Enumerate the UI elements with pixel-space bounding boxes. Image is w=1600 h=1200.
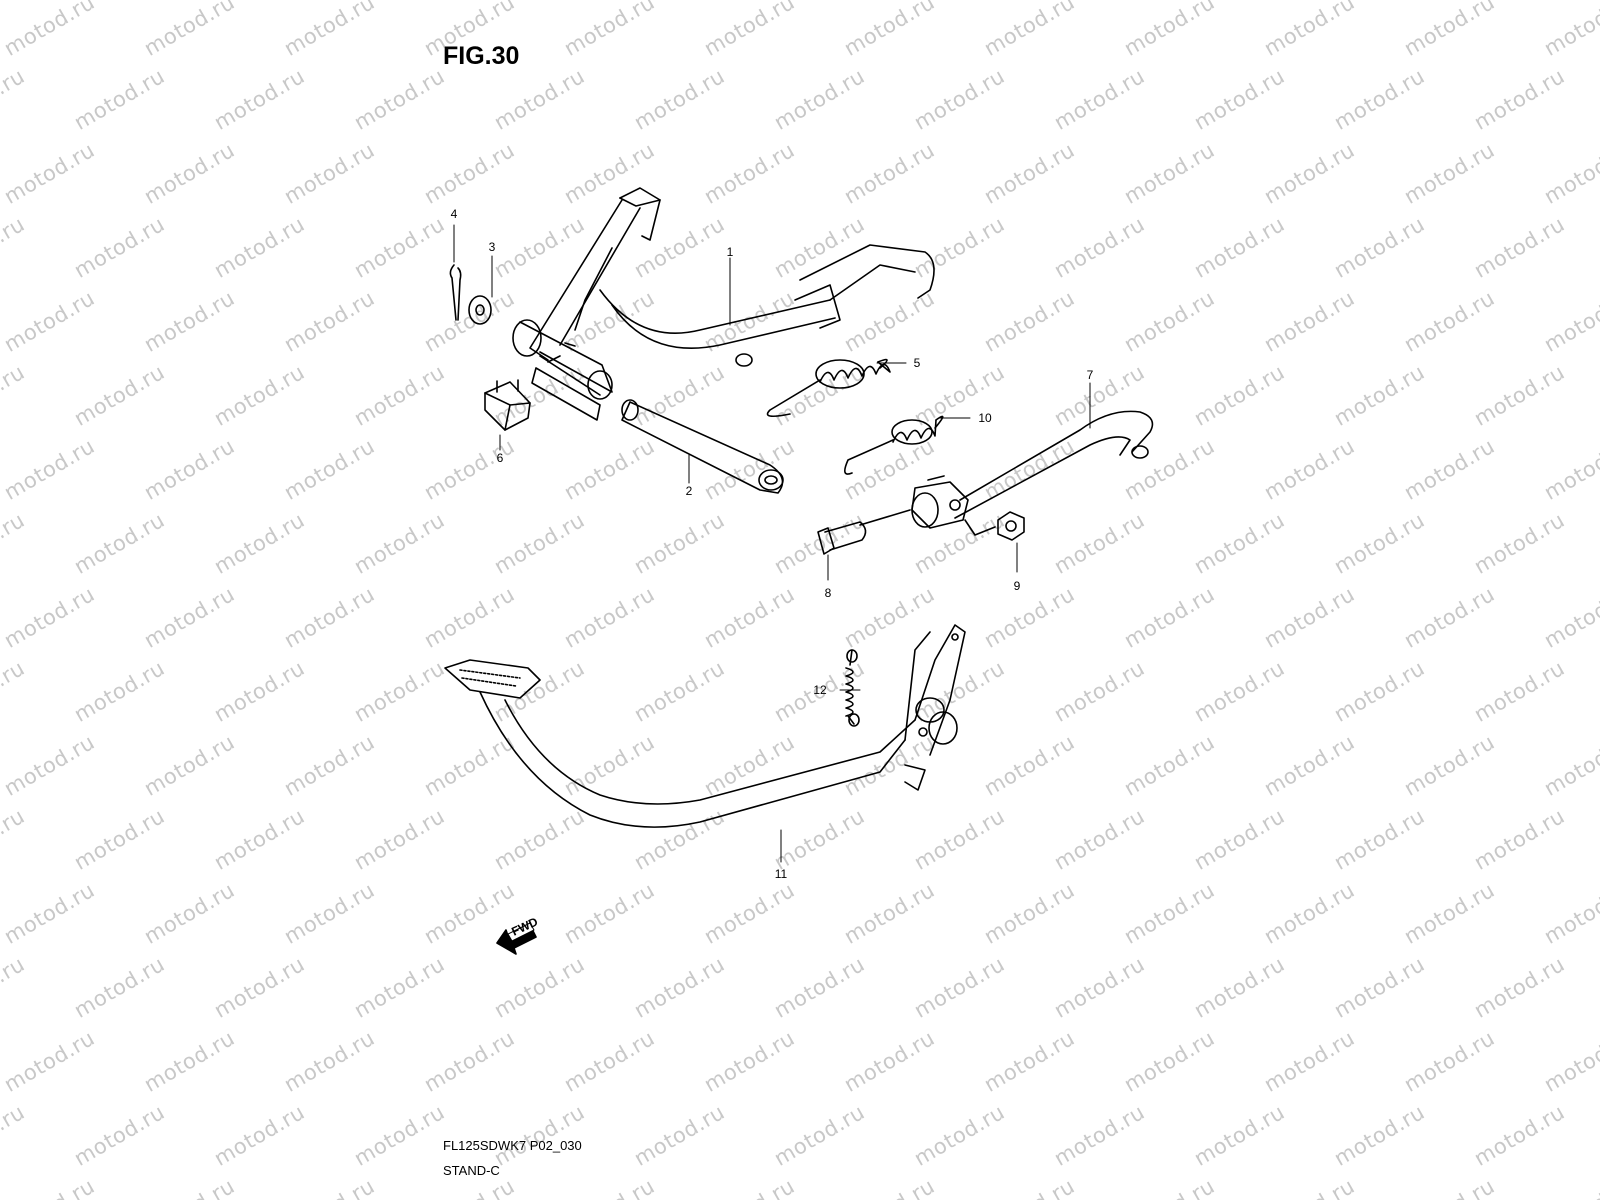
stopper-part[interactable] — [484, 379, 531, 431]
callout-11: 11 — [775, 867, 788, 881]
figure-code: FL125SDWK7 P02_030 — [443, 1138, 582, 1153]
callout-3: 3 — [489, 240, 496, 254]
callout-10: 10 — [978, 411, 992, 425]
stand-spring-part[interactable] — [766, 358, 891, 418]
washer-part[interactable] — [468, 295, 492, 325]
callout-6: 6 — [497, 451, 504, 465]
pivot-shaft-part[interactable] — [621, 399, 784, 494]
side-stand-bolt-part[interactable] — [817, 509, 911, 555]
callout-8: 8 — [825, 586, 832, 600]
side-stand-nut-part[interactable] — [964, 511, 1025, 541]
main-stand-part[interactable] — [512, 187, 935, 421]
leader-lines — [453, 224, 1091, 863]
callout-12: 12 — [813, 683, 827, 697]
brake-pedal-part[interactable] — [444, 624, 966, 828]
pedal-spring-part[interactable] — [845, 649, 860, 727]
figure-title: FIG.30 — [443, 42, 520, 70]
callout-4: 4 — [451, 207, 458, 221]
cotter-pin-part[interactable] — [449, 264, 462, 321]
callout-5: 5 — [914, 356, 921, 370]
callout-1: 1 — [727, 245, 734, 259]
callout-9: 9 — [1014, 579, 1021, 593]
side-stand-spring-part[interactable] — [844, 415, 944, 475]
fwd-arrow-icon — [496, 922, 537, 955]
side-stand-part[interactable] — [911, 410, 1154, 529]
callout-2: 2 — [686, 484, 693, 498]
callout-7: 7 — [1087, 368, 1094, 382]
figure-name: STAND-C — [443, 1163, 500, 1178]
